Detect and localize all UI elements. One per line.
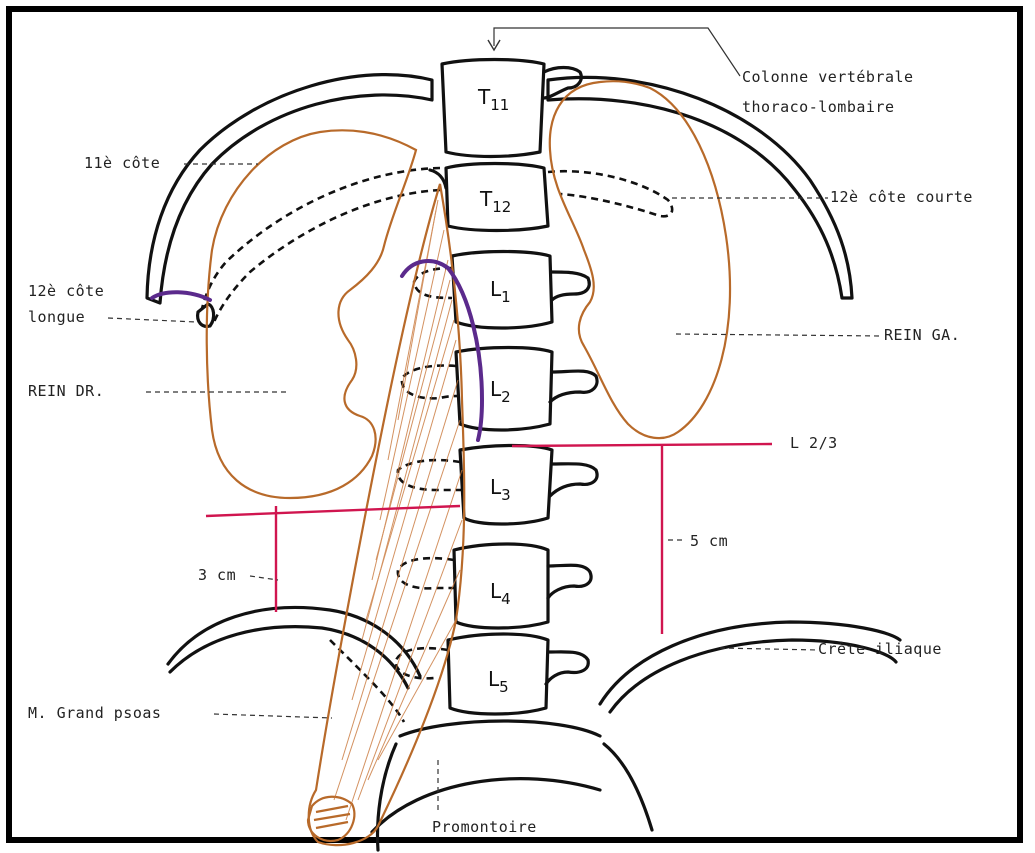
label-spine-line1: Colonne vertébrale [742, 68, 914, 86]
psoas-outline [309, 184, 465, 845]
iliac-crest-left [600, 622, 900, 704]
label-promontory: Promontoire [432, 818, 537, 836]
label-kidney-left: REIN GA. [884, 326, 960, 344]
vertebra-body-l3 [460, 446, 552, 525]
label-dist-left: 3 cm [198, 566, 236, 584]
rib-12-long-tip [198, 304, 214, 326]
label-level: L 2/3 [790, 434, 838, 452]
label-dist-right: 5 cm [690, 532, 728, 550]
kidney-right [207, 130, 416, 498]
rib-11-right-side [147, 75, 432, 303]
label-kidney-right: REIN DR. [28, 382, 104, 400]
kidney-left [550, 81, 730, 438]
line-kidney-left-pole [512, 444, 772, 446]
iliac-crest-right [168, 607, 420, 676]
sacrum [400, 721, 600, 736]
vessels [152, 261, 482, 440]
label-iliac-crest: Crête iliaque [818, 640, 942, 658]
rib-12-long-lower [214, 190, 440, 322]
label-rib-12-long-line1: 12è côte [28, 282, 104, 300]
label-spine-line2: thoraco-lombaire [742, 98, 895, 116]
line-kidney-right-pole [206, 506, 460, 516]
tendon-hatch [314, 806, 350, 828]
label-rib-12-long-line2: longue [28, 308, 85, 326]
label-rib-12-short: 12è côte courte [830, 188, 973, 206]
vertebra-body-t12 [446, 164, 548, 231]
label-psoas: M. Grand psoas [28, 704, 161, 722]
label-rib-11: 11è côte [84, 154, 160, 172]
vertebral-column [378, 60, 652, 851]
psoas-muscle [308, 184, 464, 845]
